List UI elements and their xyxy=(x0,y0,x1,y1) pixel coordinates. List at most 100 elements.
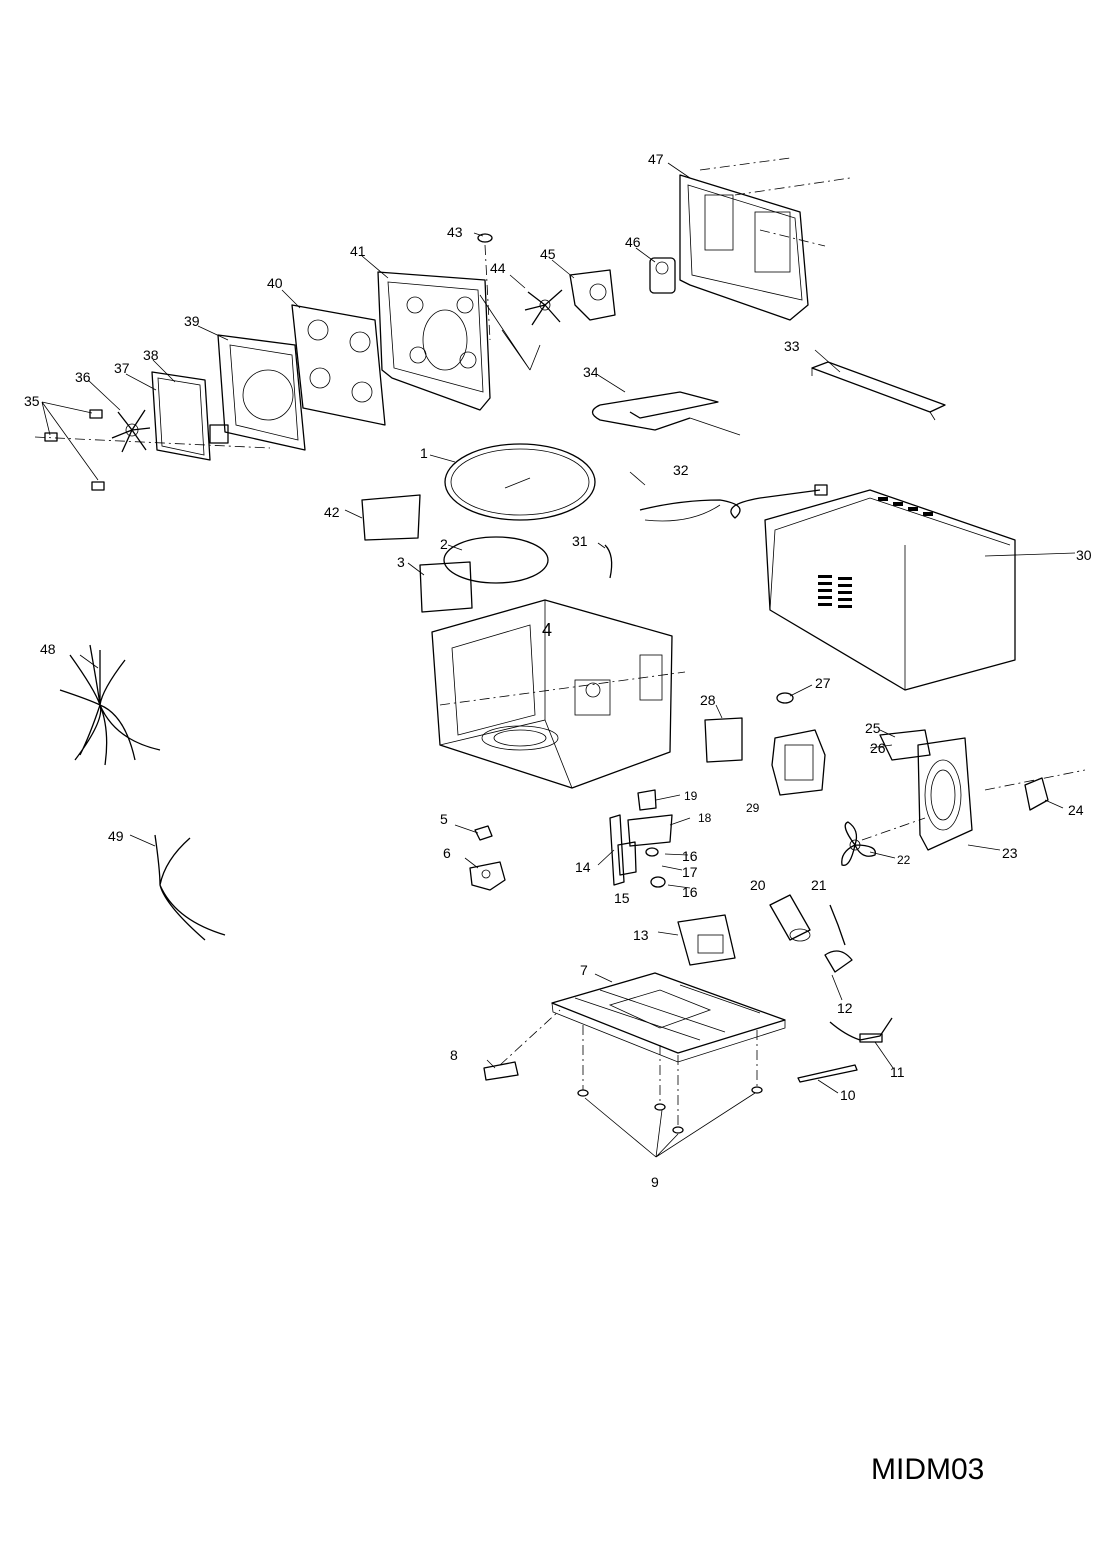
callout-28: 28 xyxy=(700,692,716,708)
part-33-side-bracket xyxy=(811,361,946,421)
callout-43: 43 xyxy=(447,224,463,240)
part-32-harness xyxy=(639,484,828,522)
part-1-glass-tray xyxy=(444,443,596,521)
part-11-fuse xyxy=(829,1017,893,1043)
callout-19: 19 xyxy=(684,789,698,803)
callout-42: 42 xyxy=(324,504,340,520)
callout-6: 6 xyxy=(443,845,451,861)
callout-17: 17 xyxy=(682,864,698,880)
callout-33: 33 xyxy=(784,338,800,354)
callout-4: 4 xyxy=(542,620,552,640)
callout-10: 10 xyxy=(840,1087,856,1103)
part-6-turntable-motor xyxy=(469,861,506,891)
part-41-inner-panel xyxy=(377,271,491,411)
part-12-capacitor-bracket xyxy=(824,950,853,973)
part-13-transformer xyxy=(677,914,736,966)
callout-2: 2 xyxy=(440,536,448,552)
callout-14: 14 xyxy=(575,859,591,875)
part-47-rear-panel xyxy=(679,157,851,321)
callout-21: 21 xyxy=(811,877,827,893)
callout-30: 30 xyxy=(1076,547,1092,563)
part-8-foot-bracket xyxy=(483,1009,561,1081)
part-2-roller-ring xyxy=(443,536,549,584)
part-16-switch xyxy=(645,847,666,888)
part-35-screws xyxy=(34,409,271,491)
part-7-base-plate xyxy=(551,972,786,1063)
part-49-wire-harness xyxy=(154,834,226,941)
part-28-mica-sheet xyxy=(704,717,743,763)
callout-13: 13 xyxy=(633,927,649,943)
callout-35: 35 xyxy=(24,393,40,409)
callout-40: 40 xyxy=(267,275,283,291)
callout-7: 7 xyxy=(580,962,588,978)
part-22-fan-blade xyxy=(841,817,926,866)
part-36-fan-wheel xyxy=(111,409,151,453)
part-40-plate xyxy=(291,304,386,426)
part-4-main-cavity xyxy=(431,599,686,789)
part-26-switch xyxy=(879,729,931,761)
callout-45: 45 xyxy=(540,246,556,262)
part-5-coupler xyxy=(474,825,493,841)
callout-31: 31 xyxy=(572,533,588,549)
part-29-magnetron xyxy=(771,729,826,796)
part-46-fan-motor xyxy=(649,257,676,294)
callout-39: 39 xyxy=(184,313,200,329)
callout-29: 29 xyxy=(746,801,760,815)
callout-labels: 1 2 3 4 5 6 7 8 9 10 11 12 13 14 15 16 1… xyxy=(24,151,1092,1190)
part-42-waveguide-cover xyxy=(361,494,421,541)
part-37-clip xyxy=(209,424,229,444)
callout-20: 20 xyxy=(750,877,766,893)
part-9-feet xyxy=(577,1025,763,1134)
part-23-fan-housing xyxy=(917,737,973,851)
callout-47: 47 xyxy=(648,151,664,167)
model-code: MIDM03 xyxy=(871,1453,984,1486)
callout-16a: 16 xyxy=(682,848,698,864)
part-30-outer-case xyxy=(764,489,1016,691)
callout-1: 1 xyxy=(420,445,428,461)
case-vent-slots xyxy=(818,497,933,608)
part-18-bracket xyxy=(627,814,673,847)
part-19-switch xyxy=(637,789,657,811)
part-45-bracket xyxy=(569,269,616,321)
callout-27: 27 xyxy=(815,675,831,691)
callout-23: 23 xyxy=(1002,845,1018,861)
callout-3: 3 xyxy=(397,554,405,570)
callout-22: 22 xyxy=(897,853,911,867)
callout-36: 36 xyxy=(75,369,91,385)
callout-48: 48 xyxy=(40,641,56,657)
part-48-wire-harness xyxy=(59,644,161,766)
part-10-rod xyxy=(797,1064,858,1083)
callout-41: 41 xyxy=(350,243,366,259)
callout-37: 37 xyxy=(114,360,130,376)
part-24-fan-motor xyxy=(984,769,1086,811)
part-31-wire xyxy=(604,544,613,579)
part-3-mica-sheet xyxy=(419,561,473,613)
callout-12: 12 xyxy=(837,1000,853,1016)
part-21-diode xyxy=(829,904,846,946)
callout-9: 9 xyxy=(651,1174,659,1190)
part-14-latch xyxy=(609,814,637,886)
part-34-heater xyxy=(591,391,741,436)
callout-26: 26 xyxy=(870,740,886,756)
callout-25: 25 xyxy=(865,720,881,736)
callout-11: 11 xyxy=(890,1064,905,1080)
callout-18: 18 xyxy=(698,811,712,825)
part-27-thermal-cutout xyxy=(776,692,794,704)
callout-49: 49 xyxy=(108,828,124,844)
callout-16b: 16 xyxy=(682,884,698,900)
leader-lines xyxy=(41,162,1076,1158)
callout-44: 44 xyxy=(490,260,506,276)
callout-15: 15 xyxy=(614,890,630,906)
part-38-gasket xyxy=(151,371,211,461)
callout-5: 5 xyxy=(440,811,448,827)
callout-38: 38 xyxy=(143,347,159,363)
part-20-capacitor xyxy=(769,894,811,942)
part-39-grill-frame xyxy=(217,334,306,451)
part-44-fan-blade xyxy=(524,289,563,326)
callout-46: 46 xyxy=(625,234,641,250)
callout-8: 8 xyxy=(450,1047,458,1063)
callout-34: 34 xyxy=(583,364,599,380)
callout-24: 24 xyxy=(1068,802,1084,818)
part-43-screw xyxy=(477,233,493,341)
